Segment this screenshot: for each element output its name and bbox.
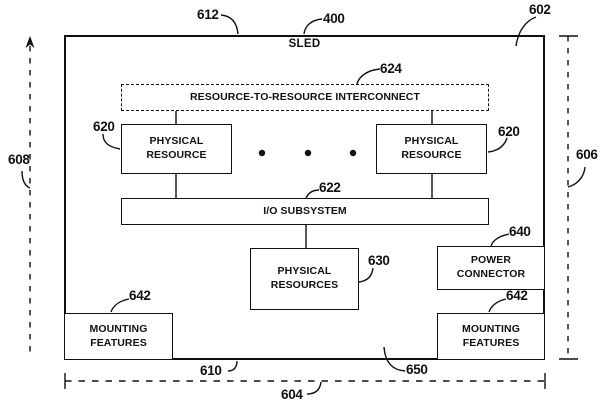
power-connector-box: POWER CONNECTOR [437, 246, 545, 290]
ref-624: 624 [380, 61, 402, 76]
height-dimension-line-right [559, 35, 578, 360]
ref-622: 622 [319, 180, 341, 195]
physical-resource-left-box: PHYSICAL RESOURCE [121, 124, 232, 174]
mounting-features-left-box: MOUNTING FEATURES [64, 313, 173, 360]
sled-outer-box [64, 35, 545, 360]
leader-lines [21, 14, 586, 395]
ref-610: 610 [200, 363, 222, 378]
physical-resource-left-label: PHYSICAL RESOURCE [146, 135, 207, 161]
ref-630: 630 [368, 253, 390, 268]
mounting-features-right-box: MOUNTING FEATURES [437, 313, 545, 360]
ref-642-left: 642 [129, 288, 151, 303]
ref-650: 650 [406, 362, 428, 377]
ref-400: 400 [323, 11, 345, 26]
ref-602: 602 [529, 2, 551, 17]
io-subsystem-label: I/O SUBSYSTEM [263, 204, 347, 217]
physical-resource-right-box: PHYSICAL RESOURCE [376, 124, 487, 174]
ellipsis-dots-icon [258, 149, 357, 157]
ref-606: 606 [576, 147, 598, 162]
width-dimension-line [64, 373, 546, 389]
ref-642-right: 642 [506, 288, 528, 303]
ref-620-left: 620 [93, 119, 115, 134]
io-subsystem-box: I/O SUBSYSTEM [121, 198, 489, 225]
mounting-features-right-label: MOUNTING FEATURES [462, 322, 520, 349]
physical-resources-label: PHYSICAL RESOURCES [270, 265, 339, 291]
ref-608: 608 [8, 152, 30, 167]
physical-resources-box: PHYSICAL RESOURCES [250, 248, 359, 310]
ref-604: 604 [281, 387, 303, 402]
power-connector-label: POWER CONNECTOR [456, 254, 526, 280]
ref-620-right: 620 [498, 124, 520, 139]
ref-640: 640 [509, 224, 531, 239]
ref-612: 612 [197, 7, 219, 22]
connector-lines [175, 110, 433, 250]
physical-resource-right-label: PHYSICAL RESOURCE [401, 135, 462, 161]
sled-label: SLED [288, 38, 321, 50]
up-arrow-icon [25, 36, 35, 48]
mounting-features-left-label: MOUNTING FEATURES [89, 322, 148, 349]
interconnect-label: RESOURCE-TO-RESOURCE INTERCONNECT [189, 90, 421, 103]
resource-to-resource-interconnect-box: RESOURCE-TO-RESOURCE INTERCONNECT [121, 84, 489, 111]
